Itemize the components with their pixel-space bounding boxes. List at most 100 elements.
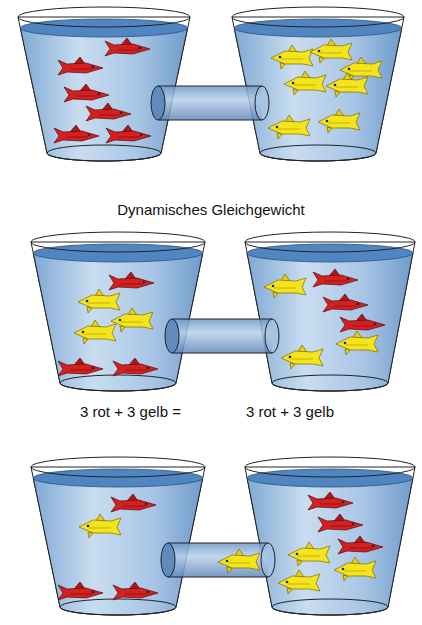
fish-stripe [125, 594, 147, 595]
fish-stripe [89, 528, 111, 529]
fish [105, 38, 150, 56]
fish [79, 514, 121, 538]
fish [106, 125, 151, 143]
fish-body [58, 361, 103, 376]
beaker-water [234, 28, 401, 161]
beaker-water [247, 478, 413, 615]
fish-body [113, 361, 158, 376]
fish-eye [92, 367, 95, 370]
tube-end [261, 543, 275, 577]
tube-end [161, 543, 175, 577]
fish-body [318, 113, 360, 130]
fish [86, 103, 131, 121]
fish-stripe [118, 137, 140, 138]
beaker-rim [31, 232, 205, 252]
beaker [245, 457, 415, 615]
fish-body [271, 49, 313, 66]
tube-end [255, 86, 269, 120]
fish-body [268, 119, 310, 136]
fish-body [74, 324, 116, 341]
fish-stripe [330, 526, 352, 527]
fish-stripe [350, 71, 372, 72]
water-surface [247, 469, 413, 487]
fish-stripe [98, 115, 120, 116]
fish-eye [334, 84, 337, 87]
fish [58, 57, 103, 75]
fish [58, 582, 103, 600]
fish [281, 345, 323, 369]
fish [326, 73, 368, 97]
fish-eye [119, 319, 122, 322]
beaker-bottom [47, 145, 161, 161]
fish [218, 549, 260, 573]
fish-stripe [335, 306, 357, 307]
fish [323, 294, 368, 312]
fish-eye [276, 126, 279, 129]
fish [338, 536, 383, 554]
fish-body [58, 60, 103, 75]
fish-eye [372, 545, 375, 548]
fish-stripe [123, 506, 145, 507]
fish-eye [98, 93, 101, 96]
fish-stripe [352, 326, 374, 327]
fish-body [113, 585, 158, 600]
fish-body [106, 128, 151, 143]
tube-edge [158, 86, 262, 87]
fish [78, 289, 120, 313]
fish [113, 358, 158, 376]
fish [111, 494, 156, 512]
fish-eye [347, 278, 350, 281]
fish-eye [92, 591, 95, 594]
tube-edge [172, 353, 272, 354]
fish-body [54, 128, 99, 143]
fish-eye [145, 503, 148, 506]
beaker-water [247, 253, 413, 391]
fish-stripe [320, 53, 342, 54]
fish-stripe [288, 584, 310, 585]
fish-body [86, 106, 131, 121]
fish [268, 115, 310, 139]
beaker [18, 7, 190, 161]
fish-body [313, 272, 358, 287]
fish-eye [140, 134, 143, 137]
fish-stripe [228, 563, 250, 564]
fish [278, 570, 320, 594]
beaker-bottom [272, 599, 388, 615]
fish-body [79, 518, 121, 535]
fish [271, 45, 313, 69]
water-surface [20, 19, 187, 37]
fish-body [284, 75, 326, 92]
tube-body [168, 543, 268, 577]
equation-label: 3 rot + 3 gelb = [80, 403, 181, 421]
tube-end [151, 86, 165, 120]
fish-stripe [121, 322, 143, 323]
fish-body [278, 574, 320, 591]
fish-body [323, 297, 368, 312]
beaker-rim [245, 457, 415, 477]
tube-end [165, 319, 179, 353]
fish [264, 274, 306, 298]
fish-eye [374, 323, 377, 326]
beaker [232, 7, 404, 161]
beaker-rim [31, 457, 205, 477]
fish-stripe [121, 284, 143, 285]
fish-stripe [70, 370, 92, 371]
beaker-bottom [60, 599, 176, 615]
fish [284, 71, 326, 95]
fish-body [111, 497, 156, 512]
fish-eye [342, 501, 345, 504]
fish-body [78, 293, 120, 310]
fish-eye [143, 281, 146, 284]
beaker-bottom [272, 375, 388, 391]
fish-body [105, 41, 150, 56]
beaker-bottom [60, 375, 176, 391]
connecting-tube [161, 543, 275, 577]
fish-stripe [117, 50, 139, 51]
beaker-glass [31, 467, 205, 615]
beaker-rim [232, 7, 404, 27]
fish [113, 582, 158, 600]
fish [58, 358, 103, 376]
fish-body [336, 335, 378, 352]
